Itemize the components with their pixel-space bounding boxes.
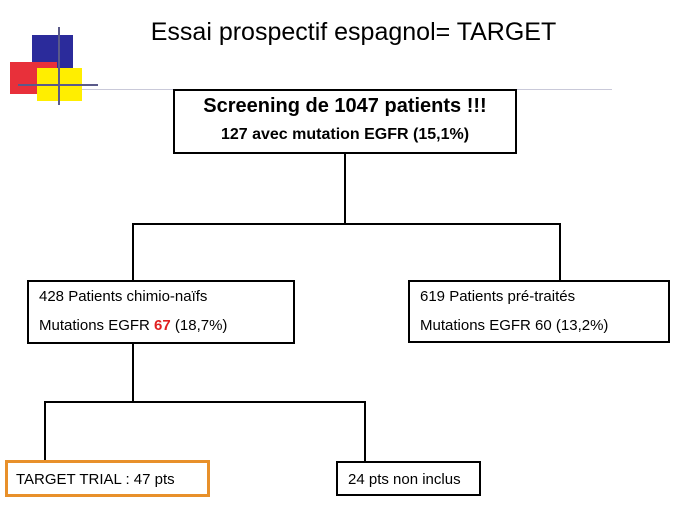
target-trial-box: TARGET TRIAL : 47 pts	[5, 460, 210, 497]
chemo-naive-count: 428 Patients chimio-naïfs	[39, 288, 208, 305]
slide-title: Essai prospectif espagnol= TARGET	[150, 18, 557, 46]
screening-sub-text: 127 avec mutation EGFR (15,1%)	[220, 126, 470, 143]
chemo-naive-box: 428 Patients chimio-naïfs Mutations EGFR…	[27, 280, 295, 344]
logo-horizontal-line	[18, 84, 98, 86]
chemo-naive-mutations: Mutations EGFR 67 (18,7%)	[39, 317, 293, 334]
screening-box: Screening de 1047 patients !!! 127 avec …	[173, 89, 517, 154]
target-trial-text: TARGET TRIAL : 47 pts	[16, 471, 175, 488]
connector-noninclus-down	[364, 401, 366, 462]
connector-branch-top	[132, 223, 561, 225]
pretreated-mutations: Mutations EGFR 60 (13,2%)	[420, 317, 609, 334]
logo-vertical-line	[58, 27, 60, 105]
connector-branch-bottom	[44, 401, 366, 403]
connector-left-down	[132, 223, 134, 281]
connector-screen-down	[344, 154, 346, 224]
non-inclus-box: 24 pts non inclus	[336, 461, 481, 496]
connector-left-box-down	[132, 344, 134, 402]
chemo-naive-mutations-count: 67	[154, 317, 171, 334]
connector-target-down	[44, 401, 46, 461]
pretreated-count: 619 Patients pré-traités	[420, 288, 576, 305]
connector-right-down	[559, 223, 561, 281]
chemo-naive-mutations-prefix: Mutations EGFR	[39, 317, 150, 334]
non-inclus-text: 24 pts non inclus	[348, 471, 461, 488]
screening-main-text: Screening de 1047 patients !!!	[203, 95, 487, 117]
chemo-naive-mutations-percent: (18,7%)	[174, 317, 228, 334]
pretreated-box: 619 Patients pré-traités Mutations EGFR …	[408, 280, 670, 343]
